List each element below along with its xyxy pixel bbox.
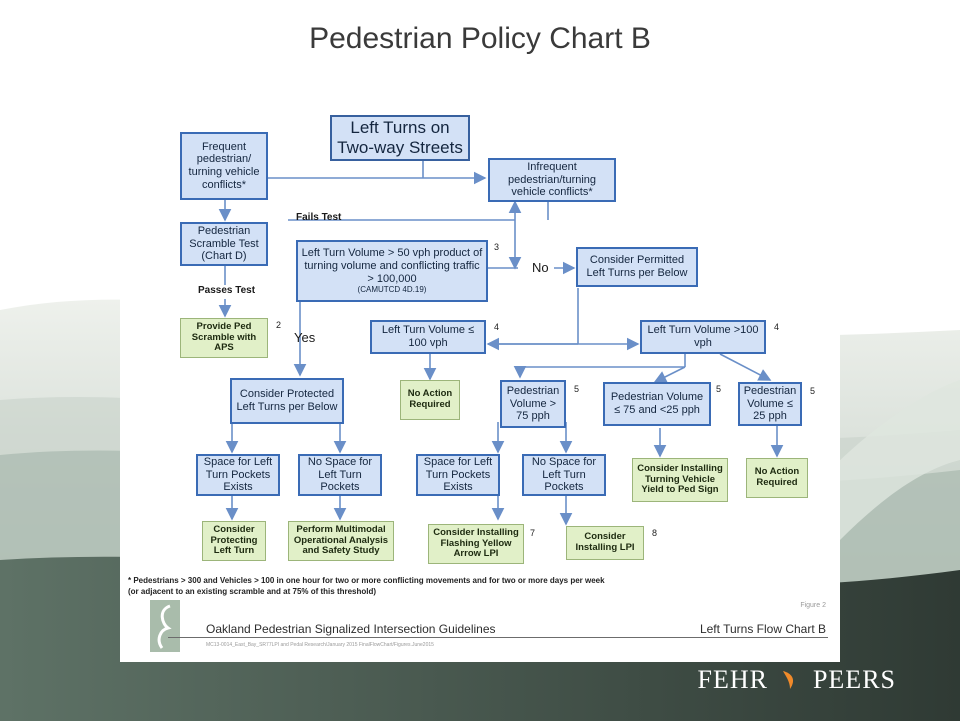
- node-lt-gt-100: Left Turn Volume >100 vph: [640, 320, 766, 354]
- node-lt-le-100: Left Turn Volume ≤ 100 vph: [370, 320, 486, 354]
- step-number: 5: [574, 384, 580, 394]
- footnote-line-2: (or adjacent to an existing scramble and…: [128, 586, 377, 596]
- leaf-icon: [783, 671, 794, 689]
- node-provide-ped-scramble: Provide Ped Scramble with APS: [180, 318, 268, 358]
- step-number: 5: [716, 384, 722, 394]
- node-consider-protected: Consider Protected Left Turns per Below: [230, 378, 344, 424]
- label-fails-test: Fails Test: [296, 212, 342, 223]
- footnote: * Pedestrians > 300 and Vehicles > 100 i…: [128, 576, 828, 598]
- node-consider-permitted: Consider Permitted Left Turns per Below: [576, 247, 698, 287]
- node-multimodal-study: Perform Multimodal Operational Analysis …: [288, 521, 394, 561]
- fehr-peers-logo: FEHR PEERS: [698, 665, 897, 695]
- step-number: 7: [530, 528, 536, 538]
- brand-word-1: FEHR: [697, 665, 768, 694]
- node-infrequent-conflicts: Infrequent pedestrian/turning vehicle co…: [488, 158, 616, 202]
- footer-divider: [168, 637, 828, 638]
- brand-word-2: PEERS: [812, 665, 896, 694]
- lt-volume-50-text: Left Turn Volume > 50 vph product of tur…: [301, 247, 483, 285]
- node-left-turns: Left Turns on Two-way Streets: [330, 115, 470, 161]
- step-number: 8: [652, 528, 658, 538]
- label-passes-test: Passes Test: [198, 285, 256, 296]
- node-flashing-yellow: Consider Installing Flashing Yellow Arro…: [428, 524, 524, 564]
- step-number: 2: [276, 320, 282, 330]
- node-ped-le-25: Pedestrian Volume ≤ 25 pph: [738, 382, 802, 426]
- node-ped-gt-75: Pedestrian Volume > 75 pph: [500, 380, 566, 428]
- step-number: 4: [774, 322, 780, 332]
- node-protect-left-turn: Consider Protecting Left Turn: [202, 521, 266, 561]
- node-lt-volume-50: Left Turn Volume > 50 vph product of tur…: [296, 240, 488, 302]
- node-no-space-1: No Space for Left Turn Pockets: [298, 454, 382, 496]
- footer-file-path: MC13-0014_East_Bay_SR77LPI and Pedal Res…: [206, 642, 434, 648]
- label-no: No: [532, 260, 549, 275]
- step-number: 4: [494, 322, 500, 332]
- node-no-action-1: No Action Required: [400, 380, 460, 420]
- node-ped-75-25: Pedestrian Volume ≤ 75 and <25 pph: [603, 382, 711, 426]
- footer-chart-name: Left Turns Flow Chart B: [699, 622, 826, 636]
- label-yes: Yes: [294, 330, 316, 345]
- node-space-left-1: Space for Left Turn Pockets Exists: [196, 454, 280, 496]
- figure-label: Figure 2: [800, 602, 826, 609]
- node-no-space-2: No Space for Left Turn Pockets: [522, 454, 606, 496]
- node-space-left-2: Space for Left Turn Pockets Exists: [416, 454, 500, 496]
- lt-volume-50-ref: (CAMUTCD 4D.19): [357, 285, 427, 295]
- node-frequent-conflicts: Frequent pedestrian/ turning vehicle con…: [180, 132, 268, 200]
- oakland-logo-icon: [150, 600, 180, 652]
- node-yield-sign: Consider Installing Turning Vehicle Yiel…: [632, 458, 728, 502]
- step-number: 3: [494, 242, 500, 252]
- slide-title: Pedestrian Policy Chart B: [309, 22, 651, 55]
- footer-guidelines-title: Oakland Pedestrian Signalized Intersecti…: [206, 622, 496, 636]
- step-number: 5: [810, 386, 816, 396]
- flowchart-sheet: Left Turns on Two-way Streets Frequent p…: [120, 92, 840, 662]
- node-no-action-2: No Action Required: [746, 458, 808, 498]
- node-scramble-test: Pedestrian Scramble Test (Chart D): [180, 222, 268, 266]
- node-install-lpi: Consider Installing LPI: [566, 526, 644, 560]
- footnote-line-1: * Pedestrians > 300 and Vehicles > 100 i…: [128, 576, 605, 585]
